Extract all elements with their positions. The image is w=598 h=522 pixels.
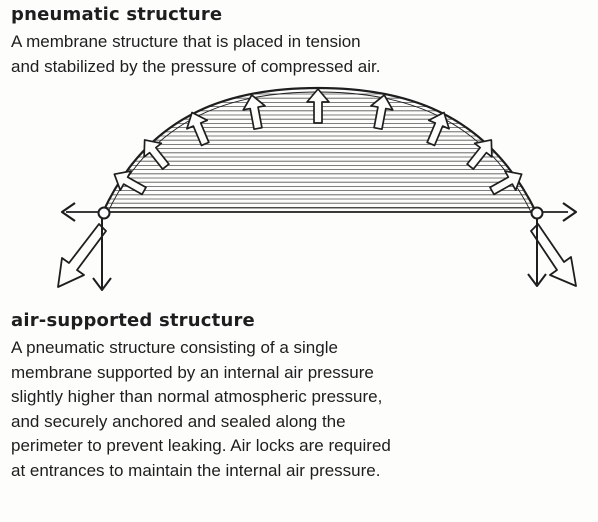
left-anchor-point xyxy=(97,206,111,220)
definition-line: and stabilized by the pressure of compre… xyxy=(11,56,381,76)
definition-air-supported-structure: A pneumatic structure consisting of a si… xyxy=(11,336,391,483)
pressure-arrows xyxy=(113,88,523,196)
pressure-arrow xyxy=(489,170,523,196)
right-anchor-reaction-arrow xyxy=(530,223,577,287)
pressure-arrow xyxy=(426,111,450,147)
pressure-arrow xyxy=(242,94,266,131)
definition-line: and securely anchored and sealed along t… xyxy=(11,411,346,431)
definition-line: slightly higher than normal atmospheric … xyxy=(11,387,383,406)
pressure-arrow xyxy=(143,139,170,170)
definition-line: at entrances to maintain the internal ai… xyxy=(11,460,381,480)
definition-line: membrane supported by an internal air pr… xyxy=(11,362,374,382)
right-anchor-point xyxy=(530,206,544,220)
right-anchor-vertical-arrow xyxy=(527,218,547,287)
left-anchor-vertical-arrow xyxy=(92,218,112,291)
membrane-outline xyxy=(102,86,537,213)
pressure-arrow xyxy=(466,139,493,170)
term-pneumatic-structure: pneumatic structure xyxy=(11,4,223,25)
pressure-arrow xyxy=(186,111,210,147)
pressure-arrow xyxy=(306,88,330,124)
term-air-supported-structure: air-supported structure xyxy=(11,310,255,331)
left-anchor-reaction-arrow xyxy=(57,223,107,288)
pressure-arrow xyxy=(113,170,147,196)
definition-line: A pneumatic structure consisting of a si… xyxy=(11,338,338,357)
pressure-arrow xyxy=(370,94,394,131)
definition-pneumatic-structure: A membrane structure that is placed in t… xyxy=(11,30,380,79)
definition-line: perimeter to prevent leaking. Air locks … xyxy=(11,436,391,455)
right-tension-arrow xyxy=(562,202,578,222)
definition-line: A membrane structure that is placed in t… xyxy=(11,32,361,51)
left-tension-arrow xyxy=(60,202,76,222)
